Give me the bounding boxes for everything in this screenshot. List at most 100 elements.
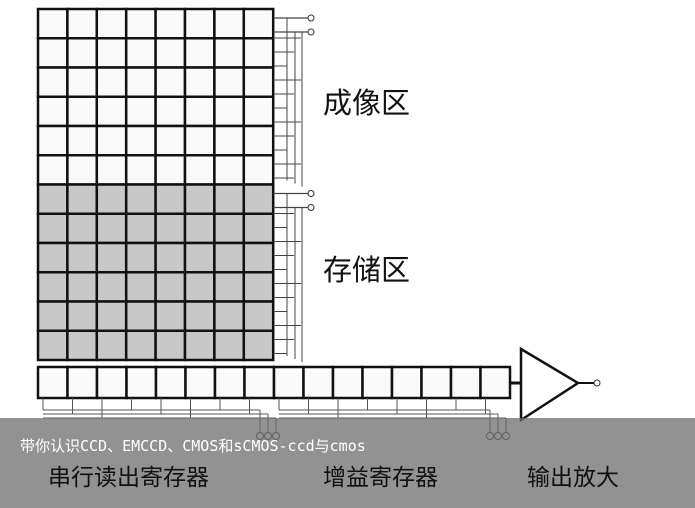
imaging-pixel: [36, 95, 69, 128]
storage-pixel: [95, 271, 128, 303]
serial-register-cell: [125, 365, 158, 400]
imaging-pixel: [213, 66, 246, 98]
storage-pixel: [124, 329, 157, 362]
imaging-pixel: [213, 154, 246, 186]
storage-pixel: [183, 329, 216, 362]
serial-register-cell: [213, 365, 246, 400]
storage-pixel: [183, 241, 216, 274]
imaging-pixel: [183, 124, 216, 157]
serial-register-cell: [36, 365, 69, 400]
imaging-area-label: 成像区: [323, 86, 411, 120]
storage-pixel: [242, 271, 275, 303]
storage-pixel: [66, 241, 99, 274]
imaging-pixel: [36, 37, 69, 69]
imaging-pixel: [95, 95, 128, 128]
storage-pixel: [124, 183, 157, 215]
imaging-pixel: [183, 154, 216, 186]
imaging-pixel: [154, 154, 187, 186]
storage-pixel: [36, 300, 69, 332]
clock-terminal: [307, 14, 315, 22]
imaging-pixel: [213, 37, 246, 69]
serial-register-cell: [66, 365, 99, 400]
gain-register-cell: [331, 365, 364, 400]
imaging-pixel: [183, 7, 216, 40]
gain-register-label: 增益寄存器: [323, 465, 438, 491]
storage-pixel: [36, 183, 69, 215]
storage-pixel: [36, 329, 69, 362]
gain-register-cell: [449, 365, 482, 400]
imaging-pixel: [213, 124, 246, 157]
amplifier-triangle: [519, 346, 581, 423]
imaging-pixel: [154, 124, 187, 157]
storage-pixel: [154, 329, 187, 362]
imaging-pixel: [213, 95, 246, 128]
storage-pixel: [242, 241, 275, 274]
serial-register-cell: [154, 365, 187, 400]
clock-terminal: [307, 190, 315, 197]
storage-pixel: [213, 241, 246, 274]
storage-pixel: [95, 183, 128, 215]
output-terminal: [593, 379, 601, 387]
storage-pixel: [36, 241, 69, 274]
storage-pixel: [213, 271, 246, 303]
serial-register-label: 串行读出寄存器: [48, 465, 209, 491]
imaging-pixel: [124, 7, 157, 40]
imaging-pixel: [124, 37, 157, 69]
storage-pixel: [66, 183, 99, 215]
imaging-pixel: [154, 95, 187, 128]
storage-pixel: [95, 241, 128, 274]
storage-pixel: [242, 329, 275, 362]
clock-terminal: [307, 204, 315, 211]
storage-pixel: [66, 212, 99, 245]
imaging-pixel: [36, 154, 69, 186]
caption-overlay: 带你认识CCD、EMCCD、CMOS和sCMOS-ccd与cmos: [0, 418, 695, 508]
imaging-pixel: [124, 95, 157, 128]
imaging-pixel: [36, 7, 69, 40]
imaging-pixel: [66, 66, 99, 98]
storage-pixel: [183, 300, 216, 332]
storage-pixel: [124, 300, 157, 332]
storage-pixel: [213, 212, 246, 245]
imaging-pixel: [36, 66, 69, 98]
storage-pixel: [124, 271, 157, 303]
imaging-pixel: [213, 7, 246, 40]
storage-pixel: [36, 271, 69, 303]
storage-pixel: [154, 183, 187, 215]
storage-pixel: [154, 241, 187, 274]
gain-register-cell: [272, 365, 305, 400]
serial-register-cell: [95, 365, 128, 400]
imaging-pixel: [154, 37, 187, 69]
output-amplifier-label: 输出放大: [527, 465, 619, 491]
imaging-pixel: [242, 7, 275, 40]
imaging-pixel: [36, 124, 69, 157]
storage-pixel: [124, 212, 157, 245]
gain-register-cell: [390, 365, 423, 400]
imaging-pixel: [183, 66, 216, 98]
gain-register-cell: [420, 365, 453, 400]
storage-pixel: [213, 300, 246, 332]
gain-register-cell: [361, 365, 394, 400]
imaging-pixel: [66, 124, 99, 157]
storage-pixel: [95, 300, 128, 332]
imaging-pixel: [124, 124, 157, 157]
imaging-pixel: [95, 66, 128, 98]
storage-pixel: [242, 212, 275, 245]
imaging-pixel: [95, 124, 128, 157]
storage-pixel: [183, 212, 216, 245]
caption-text: 带你认识CCD、EMCCD、CMOS和sCMOS-ccd与cmos: [20, 437, 366, 455]
storage-pixel: [154, 271, 187, 303]
imaging-pixel: [154, 66, 187, 98]
imaging-pixel: [242, 66, 275, 98]
storage-pixel: [213, 329, 246, 362]
imaging-pixel: [124, 66, 157, 98]
storage-area-label: 存储区: [323, 253, 411, 287]
gain-register-cell: [302, 365, 335, 400]
storage-pixel: [242, 300, 275, 332]
storage-pixel: [242, 183, 275, 215]
storage-pixel: [66, 329, 99, 362]
imaging-pixel: [242, 124, 275, 157]
storage-pixel: [66, 271, 99, 303]
imaging-pixel: [66, 154, 99, 186]
imaging-pixel: [183, 95, 216, 128]
